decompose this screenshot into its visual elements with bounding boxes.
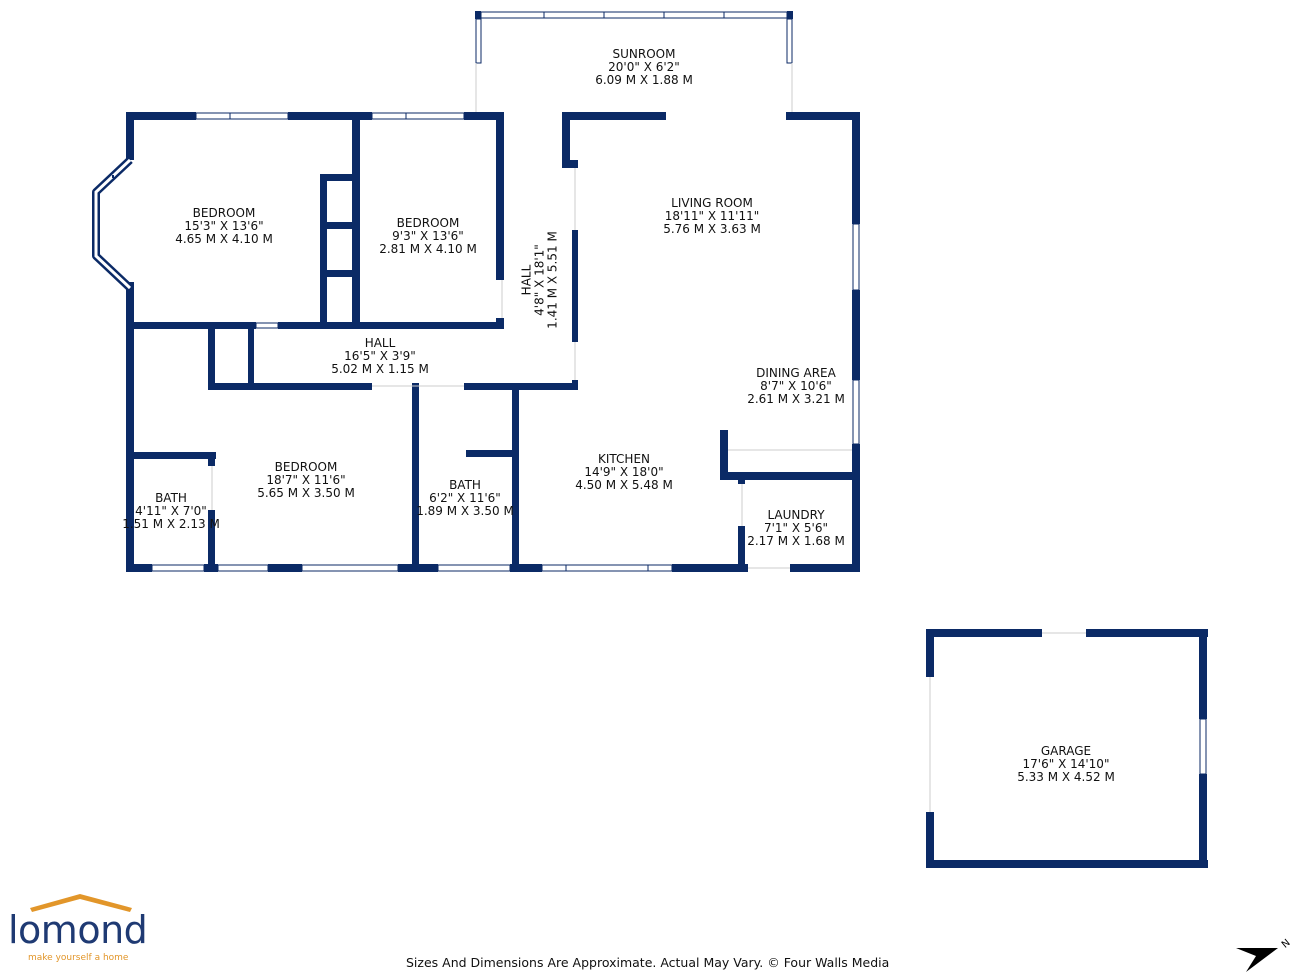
- room-label-dining-area: DINING AREA 8'7" X 10'6" 2.61 M X 3.21 M: [747, 367, 845, 406]
- room-dim-metric: 4.65 M X 4.10 M: [175, 232, 273, 246]
- brand-logo: [30, 894, 132, 912]
- room-dim-imperial: 17'6" X 14'10": [1022, 757, 1110, 771]
- room-label-hall: HALL 16'5" X 3'9" 5.02 M X 1.15 M: [331, 337, 429, 376]
- room-dim-imperial: 16'5" X 3'9": [344, 349, 416, 363]
- openings: [211, 63, 1086, 812]
- room-name: BATH: [449, 478, 481, 492]
- room-dim-metric: 1.51 M X 2.13 M: [122, 517, 220, 531]
- room-label-sunroom: SUNROOM 20'0" X 6'2" 6.09 M X 1.88 M: [595, 48, 693, 87]
- room-dim-imperial: 7'1" X 5'6": [763, 521, 829, 535]
- room-dim-metric: 1.89 M X 3.50 M: [416, 504, 514, 518]
- north-arrow-icon: N: [1236, 937, 1292, 972]
- room-dim-imperial: 6'2" X 11'6": [429, 491, 501, 505]
- room-label-living-room: LIVING ROOM 18'11" X 11'11" 5.76 M X 3.6…: [663, 197, 761, 236]
- room-label-garage: GARAGE 17'6" X 14'10" 5.33 M X 4.52 M: [1017, 745, 1115, 784]
- walls: [126, 11, 1208, 868]
- room-name: BATH: [155, 491, 187, 505]
- room-dim-metric: 5.33 M X 4.52 M: [1017, 770, 1115, 784]
- room-dim-metric: 2.81 M X 4.10 M: [379, 242, 477, 256]
- room-label-bath-1: BATH 4'11" X 7'0" 1.51 M X 2.13 M: [122, 492, 220, 531]
- room-dim-metric: 5.76 M X 3.63 M: [663, 222, 761, 236]
- room-name: GARAGE: [1040, 744, 1092, 758]
- room-label-bath-2: BATH 6'2" X 11'6" 1.89 M X 3.50 M: [416, 479, 514, 518]
- brand-name: lomond: [8, 908, 148, 952]
- room-label-bedroom-3: BEDROOM 18'7" X 11'6" 5.65 M X 3.50 M: [257, 461, 355, 500]
- room-name: BEDROOM: [274, 460, 338, 474]
- room-dim-metric: 5.02 M X 1.15 M: [331, 362, 429, 376]
- brand-tagline: make yourself a home: [28, 953, 129, 963]
- room-label-kitchen: KITCHEN 14'9" X 18'0" 4.50 M X 5.48 M: [575, 453, 673, 492]
- room-name: BEDROOM: [192, 206, 256, 220]
- room-label-bedroom-1: BEDROOM 15'3" X 13'6" 4.65 M X 4.10 M: [175, 207, 273, 246]
- room-dim-imperial: 4'11" X 7'0": [135, 504, 207, 518]
- room-dim-imperial: 8'7" X 10'6": [760, 379, 832, 393]
- room-label-hall-vertical: HALL 4'8" X 18'1" 1.41 M X 5.51 M: [520, 231, 560, 329]
- room-label-laundry: LAUNDRY 7'1" X 5'6" 2.17 M X 1.68 M: [747, 509, 845, 548]
- room-dim-imperial: 18'7" X 11'6": [266, 473, 346, 487]
- room-name: LIVING ROOM: [671, 196, 753, 210]
- room-name: SUNROOM: [612, 47, 676, 61]
- room-name: KITCHEN: [598, 452, 650, 466]
- room-dim-imperial: 15'3" X 13'6": [184, 219, 264, 233]
- room-label-bedroom-2: BEDROOM 9'3" X 13'6" 2.81 M X 4.10 M: [379, 217, 477, 256]
- room-name: BEDROOM: [396, 216, 460, 230]
- room-name: DINING AREA: [756, 366, 836, 380]
- room-dim-imperial: 20'0" X 6'2": [608, 60, 680, 74]
- windows: [151, 11, 1207, 775]
- room-name: LAUNDRY: [767, 508, 825, 522]
- room-dim-imperial: 9'3" X 13'6": [392, 229, 464, 243]
- room-dim-imperial: 14'9" X 18'0": [584, 465, 664, 479]
- room-dim-metric: 4.50 M X 5.48 M: [575, 478, 673, 492]
- disclaimer-text: Sizes And Dimensions Are Approximate. Ac…: [406, 955, 890, 970]
- room-dim-metric: 5.65 M X 3.50 M: [257, 486, 355, 500]
- room-name: HALL: [364, 336, 396, 350]
- room-dim-metric: 2.61 M X 3.21 M: [747, 392, 845, 406]
- bay-window: [92, 157, 133, 291]
- room-dim-metric: 2.17 M X 1.68 M: [747, 534, 845, 548]
- room-dim-metric: 1.41 M X 5.51 M: [545, 231, 560, 329]
- compass-label: N: [1280, 937, 1292, 950]
- room-dim-metric: 6.09 M X 1.88 M: [595, 73, 693, 87]
- room-dim-imperial: 18'11" X 11'11": [664, 209, 760, 223]
